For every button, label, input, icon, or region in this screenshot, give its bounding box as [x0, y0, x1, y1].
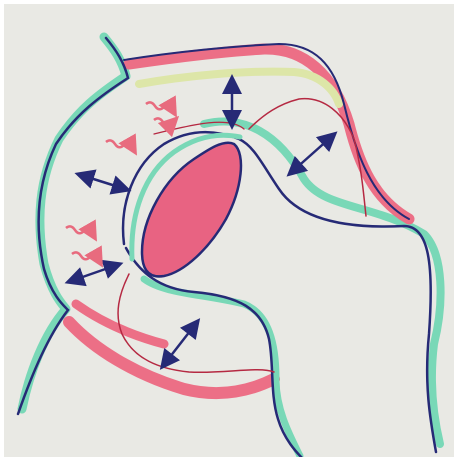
sketch-drawing	[4, 4, 454, 457]
sketch-paper	[4, 4, 454, 457]
